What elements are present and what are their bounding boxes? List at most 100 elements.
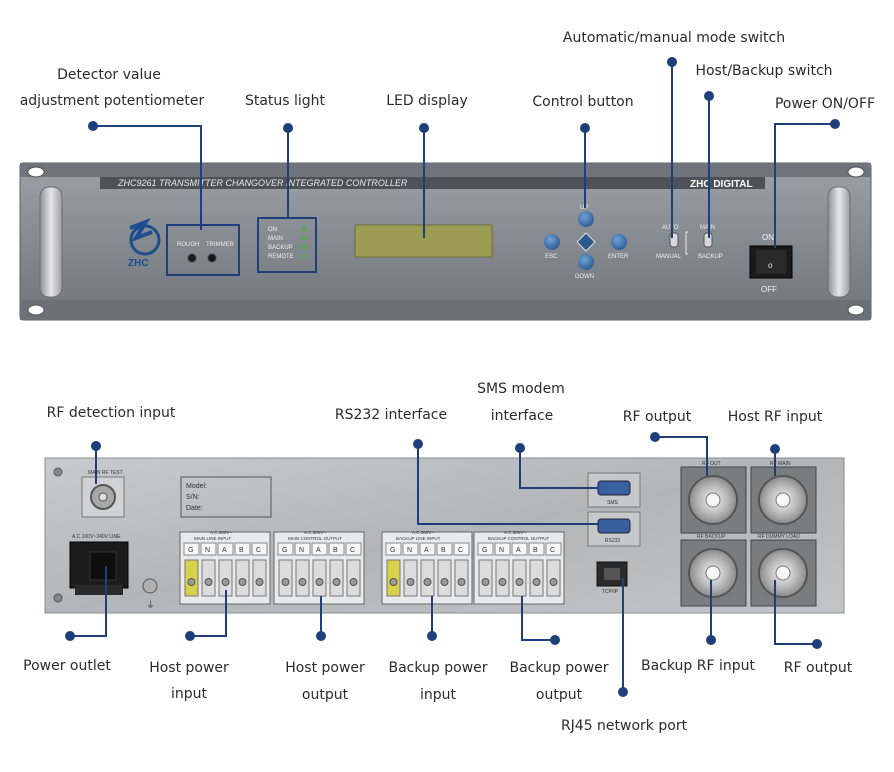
rf-output-bottom-pin bbox=[775, 565, 791, 581]
rf-test-label: MAIN RF TEST bbox=[88, 470, 123, 476]
rough-potentiometer[interactable] bbox=[187, 253, 197, 263]
backup-rf-input-pin bbox=[705, 565, 721, 581]
callout-rf-output-top: RF output bbox=[622, 409, 692, 425]
callout-line bbox=[519, 448, 598, 489]
callout-detector-line1: Detector value bbox=[57, 67, 161, 83]
terminal-pin-label: G bbox=[188, 547, 193, 554]
terminal-pin-cell bbox=[251, 542, 268, 556]
esc-button[interactable] bbox=[544, 234, 560, 250]
terminal-block-title: MAIN CONTROL OUTPUT bbox=[288, 536, 342, 541]
callout-power-outlet: Power outlet bbox=[23, 658, 111, 674]
terminal-pin-cell bbox=[183, 542, 200, 556]
rear-screw-tl bbox=[53, 467, 63, 477]
terminal-pin-label: B bbox=[533, 547, 538, 554]
terminal-pin-cell bbox=[200, 542, 217, 556]
rear-screw-bl bbox=[53, 593, 63, 603]
callout-dot-icon bbox=[550, 635, 560, 645]
terminal-screw-icon bbox=[481, 578, 490, 586]
power-off-label: OFF bbox=[761, 285, 777, 294]
esc-button-label: ESC bbox=[545, 254, 558, 260]
callout-backup-rf-input: Backup RF input bbox=[640, 658, 756, 674]
title-strip bbox=[100, 177, 765, 189]
logo-text: ZHC bbox=[128, 258, 149, 269]
terminal-pin-label: C bbox=[256, 547, 261, 554]
terminal-pin-cell bbox=[453, 542, 470, 556]
terminal-pin-cell bbox=[419, 542, 436, 556]
terminal-screw-icon bbox=[281, 578, 290, 586]
callout-control-button: Control button bbox=[532, 94, 634, 110]
zhc-logo-icon bbox=[129, 218, 161, 256]
status-led-icon bbox=[301, 253, 307, 259]
callout-dot-icon bbox=[427, 631, 437, 641]
status-light-label: MAIN bbox=[268, 236, 283, 242]
terminal-pin-label: B bbox=[333, 547, 338, 554]
down-button-label: DOWN bbox=[575, 274, 594, 280]
status-light-label: BACKUP bbox=[268, 245, 293, 251]
callout-rj45: RJ45 network port bbox=[560, 718, 688, 734]
rf-backup-connector-group: RF BACKUP bbox=[680, 534, 747, 607]
terminal-pin-label: G bbox=[390, 547, 395, 554]
terminal-screw-icon bbox=[423, 578, 432, 586]
rj45-port-socket bbox=[604, 568, 620, 580]
status-light-label: ON bbox=[268, 227, 277, 233]
callout-dot-icon bbox=[91, 441, 101, 451]
power-switch-rocker bbox=[756, 250, 786, 274]
terminal-pin-cell bbox=[217, 542, 234, 556]
main-label: MAIN bbox=[700, 225, 715, 231]
potentiometer-panel bbox=[166, 224, 240, 276]
rack-hole-br bbox=[847, 304, 865, 316]
terminal-screw-icon bbox=[221, 578, 230, 586]
tcp-port-label: TCP/IP bbox=[602, 589, 619, 595]
device-title: ZHC9261 TRANSMITTER CHANGOVER INTEGRATED… bbox=[117, 178, 408, 188]
callout-backup-power-output-line2: output bbox=[535, 687, 583, 703]
callout-rf-detection: RF detection input bbox=[46, 405, 176, 421]
terminal-pin-label: N bbox=[205, 547, 210, 554]
terminal-block-title: BACKUP CONTROL OUTPUT bbox=[488, 536, 550, 541]
terminal-pin-cell bbox=[385, 542, 402, 556]
manual-label: MANUAL bbox=[656, 254, 682, 260]
terminal-pin-label: C bbox=[350, 547, 355, 554]
terminal-pin-cell bbox=[511, 542, 528, 556]
terminal-screw-icon bbox=[298, 578, 307, 586]
terminal-pin-cell bbox=[234, 542, 251, 556]
trimmer-potentiometer[interactable] bbox=[207, 253, 217, 263]
ground-icon: ⏚ bbox=[146, 600, 155, 610]
sms-port-label: SMS bbox=[607, 500, 619, 506]
terminal-screw-icon bbox=[389, 578, 398, 586]
front-bottom-band bbox=[20, 300, 871, 320]
sms-port[interactable] bbox=[597, 480, 631, 496]
rf-output-top-pin bbox=[705, 492, 721, 508]
callout-dots bbox=[65, 57, 840, 697]
brand-logo: ZHC DIGITAL bbox=[690, 179, 753, 190]
front-panel: ZHC9261 TRANSMITTER CHANGOVER INTEGRATED… bbox=[19, 162, 872, 321]
terminal-pin-cell bbox=[311, 542, 328, 556]
switch-bracket bbox=[685, 231, 688, 255]
callout-rf-output-bottom: RF output bbox=[783, 660, 853, 676]
terminal-block-title: MAIN LINE INPUT bbox=[194, 536, 232, 541]
terminal-pin-label: A bbox=[516, 547, 521, 554]
rf-main-label: RF MAIN bbox=[770, 461, 791, 467]
terminal-pin-cell bbox=[345, 542, 362, 556]
rs232-port-label: RS232 bbox=[605, 538, 621, 544]
rack-hole-tl bbox=[27, 166, 45, 178]
terminal-pin-label: C bbox=[550, 547, 555, 554]
up-button[interactable] bbox=[578, 211, 594, 227]
terminal-pin-label: A bbox=[316, 547, 321, 554]
callout-detector-line2: adjustment potentiometer bbox=[19, 93, 205, 109]
right-handle bbox=[827, 186, 851, 298]
terminal-pin-label: N bbox=[499, 547, 504, 554]
backup-label: BACKUP bbox=[698, 254, 723, 260]
rs232-port[interactable] bbox=[597, 518, 631, 534]
rough-label: ROUGH bbox=[177, 242, 199, 248]
down-button[interactable] bbox=[578, 254, 594, 270]
terminal-screw-icon bbox=[515, 578, 524, 586]
enter-button[interactable] bbox=[611, 234, 627, 250]
rf-dummy-connector-group: RF DUMMY LOAD bbox=[750, 534, 817, 607]
callout-host-power-input-line1: Host power bbox=[149, 660, 229, 676]
callout-lines bbox=[70, 62, 835, 692]
callout-line bbox=[93, 125, 202, 230]
terminal-pin-cell bbox=[402, 542, 419, 556]
